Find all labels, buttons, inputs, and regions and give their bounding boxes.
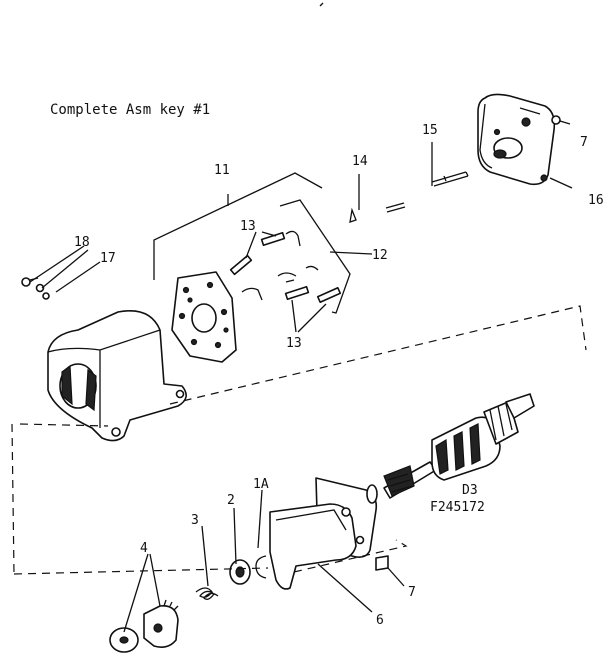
callout-15: 15	[422, 123, 438, 138]
assembly-title: Complete Asm key #1	[50, 102, 210, 118]
spring-part-3	[195, 587, 219, 600]
screws-part-17-18	[21, 277, 50, 300]
brush-plate	[171, 271, 237, 363]
callout-16: 16	[588, 193, 604, 208]
through-bolt-part-15	[431, 171, 469, 187]
callout-4: 4	[140, 541, 148, 556]
collar-part-2	[229, 559, 251, 585]
end-cap-part-16	[477, 93, 556, 186]
callout-18: 18	[74, 235, 90, 250]
callout-7-top: 7	[580, 135, 588, 150]
brushes-part-13	[229, 230, 342, 304]
pin-part-14	[349, 202, 406, 223]
armature	[383, 393, 535, 499]
drive-housing-part-6	[269, 477, 378, 590]
callout-2: 2	[227, 493, 235, 508]
retainer-ring-part-1A	[255, 555, 267, 579]
dashed-assembly-outline	[11, 305, 587, 575]
callout-7-bottom: 7	[408, 585, 416, 600]
callout-1A: 1A	[253, 477, 269, 492]
callout-13-top: 13	[240, 219, 256, 234]
bracket-part-11	[153, 172, 323, 280]
drawing-id-line1: D3	[462, 483, 478, 498]
drawing-id-line2: F245172	[430, 500, 485, 515]
thrust-washer	[366, 484, 378, 504]
drive-pinion-part-4	[109, 599, 179, 653]
callout-6: 6	[376, 613, 384, 628]
callout-11: 11	[214, 163, 230, 178]
callout-17: 17	[100, 251, 116, 266]
callout-12: 12	[372, 248, 388, 263]
field-frame-housing	[47, 310, 187, 442]
callout-3: 3	[191, 513, 199, 528]
bolt-part-7-bottom	[375, 555, 389, 571]
callout-14: 14	[352, 154, 368, 169]
screw-part-7-top	[551, 115, 571, 125]
leader-lines	[29, 142, 573, 633]
callout-13-bottom: 13	[286, 336, 302, 351]
top-mark	[319, 2, 324, 7]
bracket-part-12	[279, 199, 351, 314]
